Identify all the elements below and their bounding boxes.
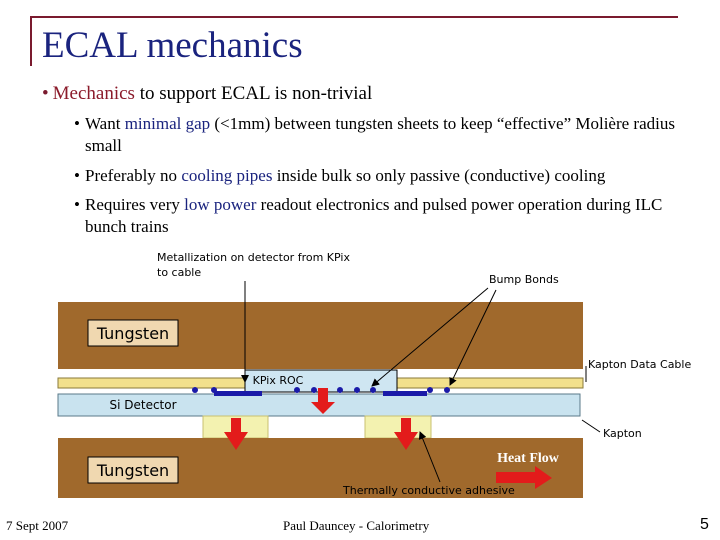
adhesive-label: Thermally conductive adhesive (342, 484, 515, 497)
bullet-dot: • (74, 195, 80, 214)
tungsten-bottom-label-box (87, 456, 179, 484)
adhesive-leader-line (418, 431, 441, 483)
bullet-dot: • (42, 83, 49, 104)
bump-bonds-leader-line-1 (371, 287, 489, 387)
kapton-leader-line (581, 419, 601, 433)
tungsten-bottom-label: Tungsten (96, 461, 169, 480)
metallization-label-line1: Metallization on detector from KPix (157, 251, 350, 264)
main-bullet-highlight: Mechanics (52, 83, 135, 104)
heat-flow-label: Heat Flow (497, 451, 560, 466)
sub-bullet-1-post: (<1mm) between tungsten sheets to keep “… (85, 114, 675, 155)
tungsten-top-label-box (87, 319, 179, 347)
metallization-strip-left (214, 391, 262, 396)
sub-bullet-2-pre: Preferably no (85, 166, 182, 185)
bump-bond (370, 387, 376, 393)
metallization-strip-right (383, 391, 427, 396)
slide-title: ECAL mechanics (42, 25, 303, 66)
heat-arrow-down-3 (394, 418, 418, 450)
footer-date: 7 Sept 2007 (6, 518, 69, 533)
bump-bond (311, 387, 317, 393)
sub-bullet-1-pre: Want (85, 114, 125, 133)
bump-bonds-label: Bump Bonds (489, 273, 559, 286)
heat-arrow-down-1 (224, 418, 248, 450)
heat-arrow-down-2 (311, 388, 335, 414)
sub-bullet-1-highlight: minimal gap (124, 114, 211, 133)
kapton-data-cable-label: Kapton Data Cable (588, 358, 691, 371)
kapton-label: Kapton (603, 427, 642, 440)
sub-bullet-2-post: inside bulk so only passive (conductive)… (272, 166, 606, 185)
sub-bullet-3-pre: Requires very (85, 195, 185, 214)
bump-bond (444, 387, 450, 393)
heat-flow-arrow-icon (496, 466, 552, 489)
bump-bond (337, 387, 343, 393)
sub-bullet-3: • Requires very low power readout electr… (74, 194, 694, 238)
title-frame-top-border (30, 16, 678, 18)
main-bullet-text: to support ECAL is non-trivial (134, 83, 373, 104)
footer-author: Paul Dauncey - Calorimetry (283, 518, 430, 533)
sub-bullet-3-highlight: low power (184, 195, 257, 214)
bullet-dot: • (74, 114, 80, 133)
metallization-label-line2: to cable (157, 266, 201, 279)
bump-bond (427, 387, 433, 393)
kpix-roc-label: KPix ROC (253, 374, 304, 387)
bump-bond (192, 387, 198, 393)
page-number: 5 (700, 516, 709, 533)
sub-bullet-2-highlight: cooling pipes (181, 166, 273, 185)
sub-bullet-1: • Want minimal gap (<1mm) between tungst… (74, 113, 694, 157)
bump-bonds-leader-line-2 (449, 289, 497, 386)
bump-bond (354, 387, 360, 393)
title-frame-left-border (30, 16, 32, 66)
tungsten-top-label: Tungsten (96, 324, 169, 343)
sub-bullet-2: • Preferably no cooling pipes inside bul… (74, 165, 694, 187)
bump-bond (211, 387, 217, 393)
sub-bullet-3-post: readout electronics and pulsed power ope… (85, 195, 663, 236)
si-detector-label: Si Detector (109, 398, 176, 412)
main-bullet: •Mechanics to support ECAL is non-trivia… (42, 82, 372, 106)
bump-bond (294, 387, 300, 393)
bullet-dot: • (74, 166, 80, 185)
